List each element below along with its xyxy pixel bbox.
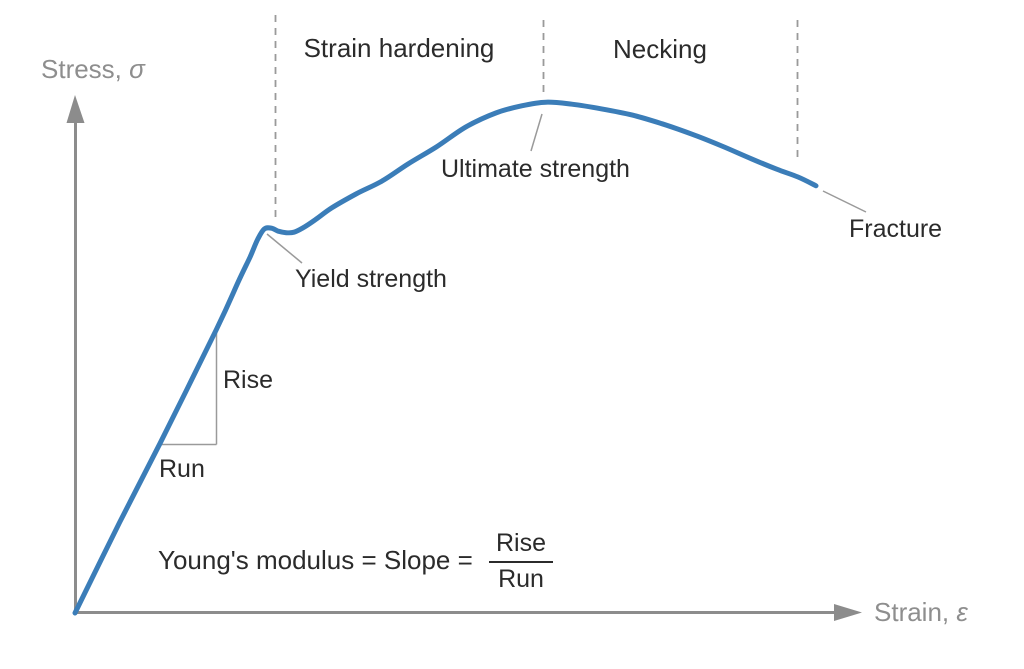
y-axis-arrowhead-icon <box>66 95 85 123</box>
region-label-strain-hardening: Strain hardening <box>303 33 495 63</box>
fracture-leader-line <box>822 190 867 213</box>
stress-strain-curve <box>72 99 819 616</box>
x-axis-label-text: Strain, <box>874 597 950 627</box>
y-axis-label: Stress, σ <box>41 54 145 85</box>
ultimate-leader-line <box>530 113 543 152</box>
fraction-numerator: Rise <box>488 529 553 563</box>
x-axis-label: Strain, ε <box>874 597 968 628</box>
x-axis-arrowhead-icon <box>834 604 862 621</box>
fraction-denominator: Run <box>498 564 544 593</box>
rise-label: Rise <box>223 366 274 394</box>
ultimate-strength-label: Ultimate strength <box>441 155 630 183</box>
epsilon-symbol: ε <box>956 597 968 627</box>
y-axis-label-text: Stress, <box>41 54 122 84</box>
region-label-necking: Necking <box>613 34 707 64</box>
rise-over-run-fraction: Rise Run <box>486 529 556 593</box>
yield-leader-line <box>266 233 303 264</box>
sigma-symbol: σ <box>129 54 145 84</box>
run-label: Run <box>159 455 205 483</box>
yield-strength-label: Yield strength <box>295 265 447 293</box>
youngs-modulus-formula-text: Young's modulus = Slope = <box>158 545 473 575</box>
fracture-label: Fracture <box>849 215 943 243</box>
